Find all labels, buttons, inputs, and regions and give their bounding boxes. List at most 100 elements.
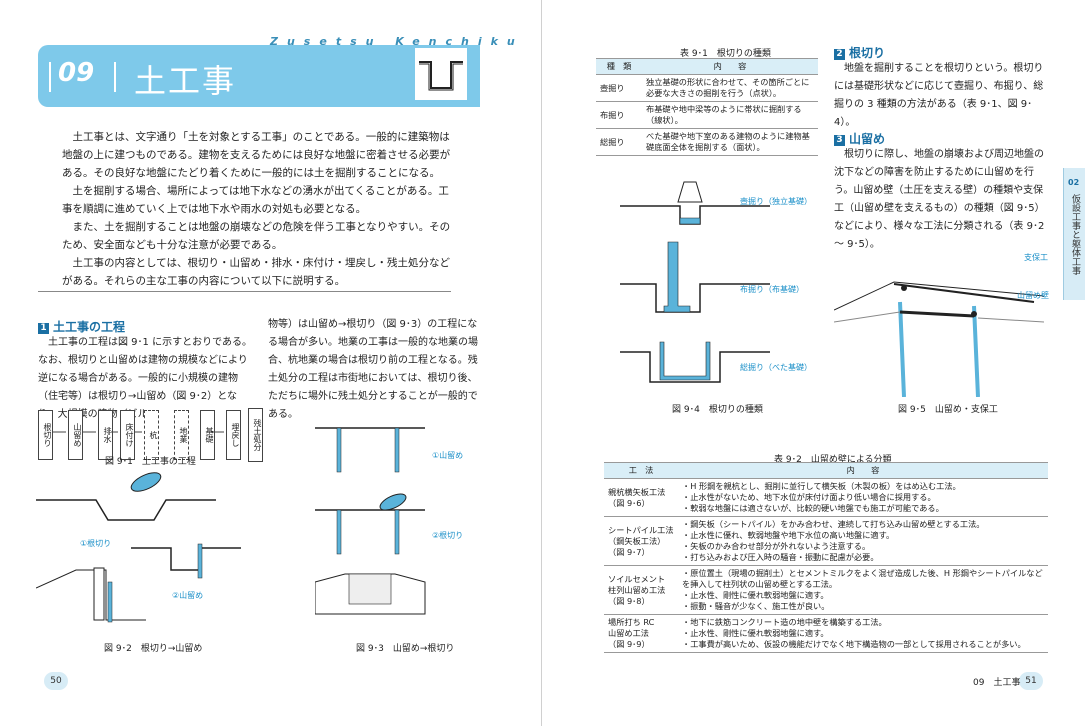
figure-excavate-then-shore bbox=[36, 472, 241, 623]
divider bbox=[38, 291, 451, 292]
section-number: 3 bbox=[834, 135, 845, 146]
table-cell: 独立基礎の形状に合わせて、その箇所ごとに必要な大きさの掘削を行う（点状）。 bbox=[642, 74, 818, 102]
table-row: シートパイル工法 （鋼矢板工法） （図 9･7） ・鋼矢板（シートパイル）をかみ… bbox=[604, 516, 1048, 566]
table-cell: ・原位置土（現場の掘削土）とセメントミルクをよく混ぜ造成した後、H 形鋼やシート… bbox=[678, 565, 1048, 615]
table-item: ・止水性、剛性に優れ軟弱地盤に適す。 bbox=[682, 628, 829, 638]
flow-step: 基礎 bbox=[200, 410, 215, 460]
chapter-number: 09 bbox=[58, 58, 95, 88]
table-title: 表 9･2 山留め壁による分類 bbox=[774, 455, 892, 465]
page-number: 50 bbox=[44, 672, 68, 690]
flow-step: 埋戻し bbox=[226, 410, 241, 460]
table-cell: 壺掘り bbox=[596, 74, 642, 102]
flow-step: 排水 bbox=[98, 410, 113, 460]
section-number: 1 bbox=[38, 323, 49, 334]
table-row: 壺掘り 独立基礎の形状に合わせて、その箇所ごとに必要な大きさの掘削を行う（点状）… bbox=[596, 74, 818, 102]
section-title: 根切り bbox=[849, 46, 886, 60]
figure-caption: 図 9･4 根切りの種類 bbox=[672, 405, 763, 415]
table-item: ・止水性、剛性に優れ軟弱地盤に適す。 bbox=[682, 590, 829, 600]
table-cell: 場所打ち RC 山留め工法 （図 9･9） bbox=[604, 614, 678, 653]
body-text: 根切りに際し、地盤の崩壊および周辺地盤の沈下などの障害を防止するために山留めを行… bbox=[834, 149, 1045, 250]
table-item: ・矢板のかみ合わせ部分が外れないよう注意する。 bbox=[682, 541, 871, 551]
body-text: 物等）は山留め→根切り（図 9･3）の工程になる場合が多い。地業の工事は一般的な… bbox=[268, 319, 478, 420]
intro-paragraph: 土工事とは、文字通り「土を対象とする工事」のことである。一般的に建築物は地盤の上… bbox=[62, 131, 451, 179]
figure-excavation-types bbox=[620, 181, 770, 383]
section3-text: 根切りに際し、地盤の崩壊および周辺地盤の沈下などの障害を防止するために山留めを行… bbox=[834, 146, 1048, 254]
table-row: 総掘り べた基礎や地下室のある建物のように建物基礎底面全体を掘削する（面状）。 bbox=[596, 128, 818, 156]
table-header: 種 類 bbox=[596, 58, 642, 75]
table-cell: 親杭横矢板工法 （図 9･6） bbox=[604, 478, 678, 517]
table-cell: ソイルセメント 柱列山留め工法 （図 9･8） bbox=[604, 565, 678, 615]
table-row: ソイルセメント 柱列山留め工法 （図 9･8） ・原位置土（現場の掘削土）とセメ… bbox=[604, 565, 1048, 615]
figure-label: 壺掘り（独立基礎） bbox=[740, 197, 812, 206]
table-item: ・軟弱な地盤には適さないが、比較的硬い地盤でも施工が可能である。 bbox=[682, 503, 944, 513]
figure-label: ①山留め bbox=[432, 451, 464, 460]
flow-arrows bbox=[53, 431, 224, 433]
figure-caption: 図 9･5 山留め・支保工 bbox=[898, 405, 998, 415]
banner-bar bbox=[114, 62, 116, 92]
excavation-types-table: 種 類 内 容 壺掘り 独立基礎の形状に合わせて、その箇所ごとに必要な大きさの掘… bbox=[596, 58, 818, 156]
table-cell: 布基礎や地中梁等のように帯状に掘削する（線状）。 bbox=[642, 101, 818, 129]
body-text: 土工事の工程は図 9･1 に示すとおりである。なお、根切りと山留めは建物の規模な… bbox=[38, 337, 252, 420]
figure-label: 支保工 bbox=[1024, 253, 1048, 262]
section1-column1: 土工事の工程は図 9･1 に示すとおりである。なお、根切りと山留めは建物の規模な… bbox=[38, 334, 256, 424]
table-item: ・原位置土（現場の掘削土）とセメントミルクをよく混ぜ造成した後、H 形鋼やシート… bbox=[682, 568, 1043, 589]
chapter-banner bbox=[38, 45, 480, 107]
figure-label: 山留め壁 bbox=[1017, 291, 1049, 300]
left-page: Zusetsu Kenchiku Sekou 09 土工事 土工事とは、文字通り… bbox=[0, 0, 542, 726]
flow-step: 杭 bbox=[144, 410, 159, 460]
figure-shoring-support bbox=[834, 281, 1044, 397]
figure-caption: 図 9･1 土工事の工程 bbox=[105, 457, 196, 467]
figure-label: 布掘り（布基礎） bbox=[740, 285, 804, 294]
flow-step: 残土処分 bbox=[248, 408, 263, 462]
table-header: 内 容 bbox=[642, 58, 818, 75]
figure-caption: 図 9･3 山留め→根切り bbox=[356, 644, 455, 654]
section-number: 2 bbox=[834, 49, 845, 60]
table-item: ・止水性がないため、地下水位が床付け面より低い場合に採用する。 bbox=[682, 492, 936, 502]
table-item: ・打ち込みおよび圧入時の騒音・振動に配慮が必要。 bbox=[682, 552, 879, 562]
figure-label: ①根切り bbox=[80, 539, 112, 548]
table-cell: シートパイル工法 （鋼矢板工法） （図 9･7） bbox=[604, 516, 678, 566]
intro-text: 土工事とは、文字通り「土を対象とする工事」のことである。一般的に建築物は地盤の上… bbox=[62, 128, 454, 290]
section2-text: 地盤を掘削することを根切りという。根切りには基礎形状などに応じて壺掘り、布掘り、… bbox=[834, 60, 1048, 132]
figure-label: ②根切り bbox=[432, 531, 464, 540]
table-header: 内 容 bbox=[678, 462, 1048, 479]
table-item: ・止水性に優れ、軟弱地盤や地下水位の高い地盤に適す。 bbox=[682, 530, 895, 540]
table-row: 親杭横矢板工法 （図 9･6） ・H 形鋼を親杭とし、掘削に並行して横矢板（木製… bbox=[604, 478, 1048, 517]
flow-step: 根切り bbox=[38, 410, 53, 460]
table-item: ・工事費が高いため、仮設の機能だけでなく地下構造物の一部として採用されることが多… bbox=[682, 639, 1026, 649]
table-cell: ・地下に鉄筋コンクリート造の地中壁を構築する工法。 ・止水性、剛性に優れ軟弱地盤… bbox=[678, 614, 1048, 653]
table-row: 布掘り 布基礎や地中梁等のように帯状に掘削する（線状）。 bbox=[596, 101, 818, 129]
section-heading: 3 山留め bbox=[834, 130, 885, 147]
figure-caption: 図 9･2 根切り→山留め bbox=[104, 644, 203, 654]
table-header-row: 種 類 内 容 bbox=[596, 58, 818, 75]
side-tab-number: 02 bbox=[1068, 178, 1080, 187]
right-page: 表 9･1 根切りの種類 種 類 内 容 壺掘り 独立基礎の形状に合わせて、その… bbox=[542, 0, 1085, 726]
intro-paragraph: また、土を掘削することは地盤の崩壊などの危険を伴う工事となりやすい。そのため、安… bbox=[62, 221, 451, 251]
flow-step: 床付け bbox=[120, 410, 135, 460]
table-cell: 総掘り bbox=[596, 128, 642, 156]
chapter-title: 土工事 bbox=[134, 62, 237, 100]
figure-label: ②山留め bbox=[172, 591, 204, 600]
flow-step: 山留め bbox=[68, 410, 83, 460]
table-header-row: 工 法 内 容 bbox=[604, 462, 1048, 479]
side-tab: 02 仮設工事と躯体工事 bbox=[1063, 168, 1085, 300]
retaining-wall-table: 工 法 内 容 親杭横矢板工法 （図 9･6） ・H 形鋼を親杭とし、掘削に並行… bbox=[604, 462, 1048, 653]
side-tab-title: 仮設工事と躯体工事 bbox=[1070, 194, 1080, 275]
banner-bar bbox=[49, 62, 51, 92]
intro-paragraph: 土工事の内容としては、根切り・山留め・排水・床付け・埋戻し・残土処分などがある。… bbox=[62, 257, 450, 287]
section-title: 山留め bbox=[849, 132, 886, 146]
table-cell: 布掘り bbox=[596, 101, 642, 129]
table-item: ・振動・騒音が少なく、施工性が良い。 bbox=[682, 601, 830, 611]
table-item: ・鋼矢板（シートパイル）をかみ合わせ、連続して打ち込み山留め壁とする工法。 bbox=[682, 519, 985, 529]
flow-step: 地業 bbox=[174, 410, 189, 460]
section1-column2: 物等）は山留め→根切り（図 9･3）の工程になる場合が多い。地業の工事は一般的な… bbox=[268, 316, 486, 424]
table-cell: べた基礎や地下室のある建物のように建物基礎底面全体を掘削する（面状）。 bbox=[642, 128, 818, 156]
intro-paragraph: 土を掘削する場合、場所によっては地下水などの湧水が出てくることがある。工事を順調… bbox=[62, 185, 449, 215]
table-title: 表 9･1 根切りの種類 bbox=[680, 49, 771, 59]
table-item: ・地下に鉄筋コンクリート造の地中壁を構築する工法。 bbox=[682, 617, 887, 627]
table-row: 場所打ち RC 山留め工法 （図 9･9） ・地下に鉄筋コンクリート造の地中壁を… bbox=[604, 614, 1048, 653]
figure-label: 総掘り（べた基礎） bbox=[740, 363, 812, 372]
page-number: 51 bbox=[1019, 672, 1043, 690]
table-cell: ・H 形鋼を親杭とし、掘削に並行して横矢板（木製の板）をはめ込む工法。 ・止水性… bbox=[678, 478, 1048, 517]
